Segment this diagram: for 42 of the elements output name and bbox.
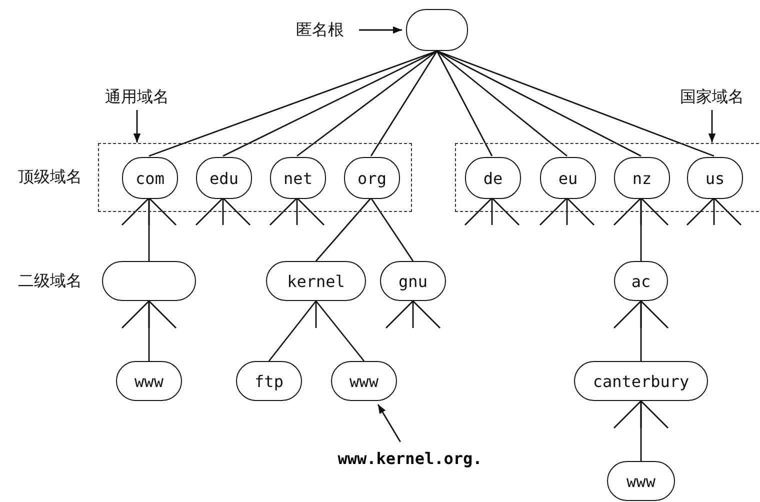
domain-node: com [122,157,178,199]
level-label: 顶级域名 [18,166,82,188]
tree-line [370,198,414,262]
arrow [708,110,716,142]
domain-node: edu [196,157,252,199]
tree-line [222,50,438,157]
tree-line [436,50,493,156]
domain-node: org [344,157,400,199]
tree-line [436,50,568,157]
tree-line [148,50,438,157]
domain-node: de [465,157,521,199]
arrow [359,26,402,34]
label-text: 通用域名 [97,86,177,108]
tree-line [436,50,642,157]
label-text: 国家域名 [672,86,752,108]
dashed-group-box [98,142,412,212]
dashed-group-box [455,142,760,212]
domain-node: gnu [380,261,446,301]
domain-node: nz [614,157,670,199]
domain-node: ftp [236,361,302,401]
tree-line [296,50,438,157]
tree-line [436,50,714,157]
arrow [133,110,141,142]
root-node [406,9,468,51]
label-text: 匿名根 [287,19,353,41]
arrow [377,404,401,442]
tree-line [315,198,372,262]
domain-node: canterbury [574,361,708,401]
domain-node: eu [540,157,596,199]
domain-node: www [331,361,397,401]
level-label: 二级域名 [18,270,82,292]
domain-node: www [116,361,182,401]
domain-node: kernel [266,261,366,301]
tree-line [315,300,365,362]
domain-node [102,261,196,301]
tree-line [268,300,317,362]
domain-node: us [687,157,743,199]
annotation-text: www.kernel.org. [330,447,490,469]
domain-node: www [607,461,675,501]
domain-node: net [270,157,326,199]
domain-node: ac [614,261,668,301]
tree-line [370,50,438,156]
